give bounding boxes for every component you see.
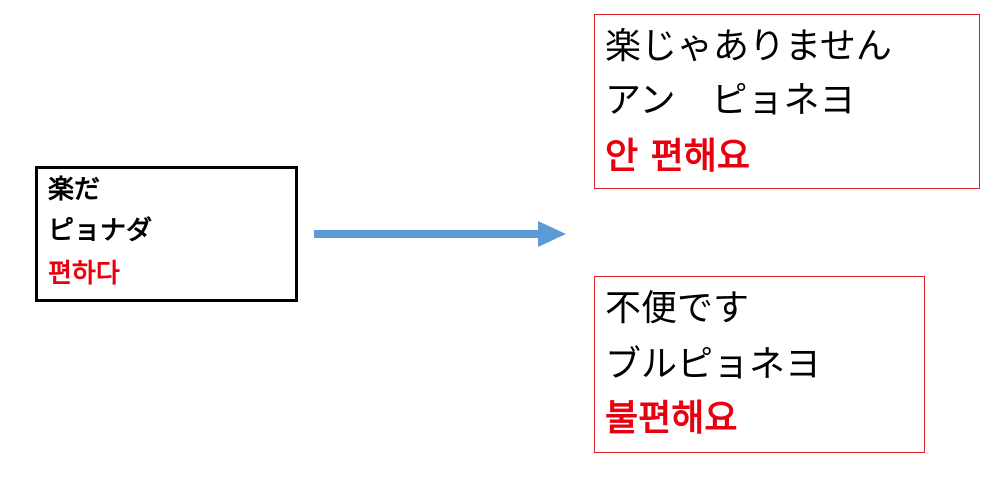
target-2-korean: 불편해요: [605, 398, 738, 439]
source-japanese: 楽だ: [48, 175, 101, 205]
right-arrow-icon: [314, 221, 566, 247]
target-word-box-inconvenient: 不便です ブルピョネヨ 불편해요: [594, 276, 925, 453]
target-word-box-polite-negative: 楽じゃありません アン ピョネヨ 안 편해요: [594, 14, 980, 189]
target-1-katakana: アン ピョネヨ: [605, 80, 856, 121]
source-word-box: 楽だ ピョナダ 편하다: [35, 166, 298, 302]
target-2-japanese: 不便です: [605, 288, 750, 329]
source-korean: 편하다: [48, 259, 120, 289]
source-katakana: ピョナダ: [48, 216, 153, 246]
target-1-japanese: 楽じゃありません: [605, 26, 892, 67]
target-1-korean: 안 편해요: [605, 136, 751, 177]
target-2-katakana: ブルピョネヨ: [605, 344, 822, 385]
arrow-shaft: [314, 230, 540, 238]
arrow-head: [538, 221, 566, 247]
